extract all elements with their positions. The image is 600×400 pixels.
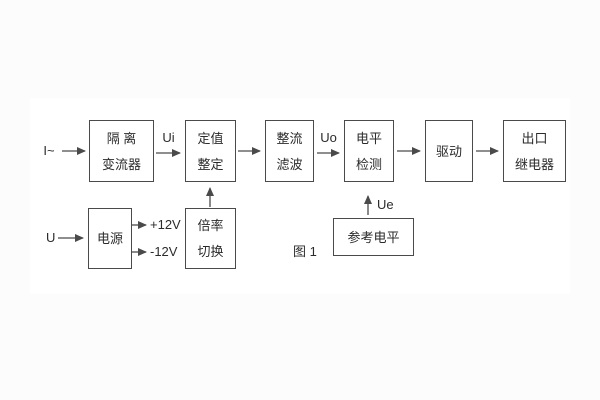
label-ui: Ui <box>162 130 175 145</box>
block-label: 电平 <box>355 130 382 146</box>
label-minus-12v: -12V <box>150 244 178 259</box>
block-label: 检测 <box>355 156 382 172</box>
block-isolation-transformer: 隔 离 变流器 <box>89 120 154 182</box>
block-output-relay: 出口 继电器 <box>503 120 566 182</box>
label-input-voltage: U <box>46 230 56 245</box>
block-label: 切换 <box>197 244 224 259</box>
block-label: 变流器 <box>101 156 141 172</box>
block-label: 出口 <box>521 130 548 146</box>
block-label: 整流 <box>276 130 303 146</box>
block-power-supply: 电源 <box>88 208 132 269</box>
block-label: 隔 离 <box>106 130 137 146</box>
block-label: 电源 <box>96 231 123 246</box>
label-ue: Ue <box>377 197 394 212</box>
block-label: 驱动 <box>435 143 462 159</box>
block-level-detector: 电平 检测 <box>344 120 394 182</box>
block-driver: 驱动 <box>425 120 473 182</box>
block-reference-level: 参考电平 <box>333 218 414 256</box>
block-label: 整定 <box>197 156 224 172</box>
block-rectifier-filter: 整流 滤波 <box>265 120 314 182</box>
figure-caption: 图 1 <box>293 244 317 259</box>
label-plus-12v: +12V <box>150 217 181 232</box>
label-input-current: I~ <box>43 143 55 158</box>
block-label: 定值 <box>197 130 224 146</box>
block-label: 继电器 <box>514 156 554 172</box>
label-uo: Uo <box>320 130 337 145</box>
block-label: 倍率 <box>197 218 224 233</box>
block-setting-adjust: 定值 整定 <box>185 120 236 182</box>
block-multiplier-switch: 倍率 切换 <box>185 208 236 269</box>
block-label: 参考电平 <box>347 229 400 245</box>
block-label: 滤波 <box>276 156 303 172</box>
